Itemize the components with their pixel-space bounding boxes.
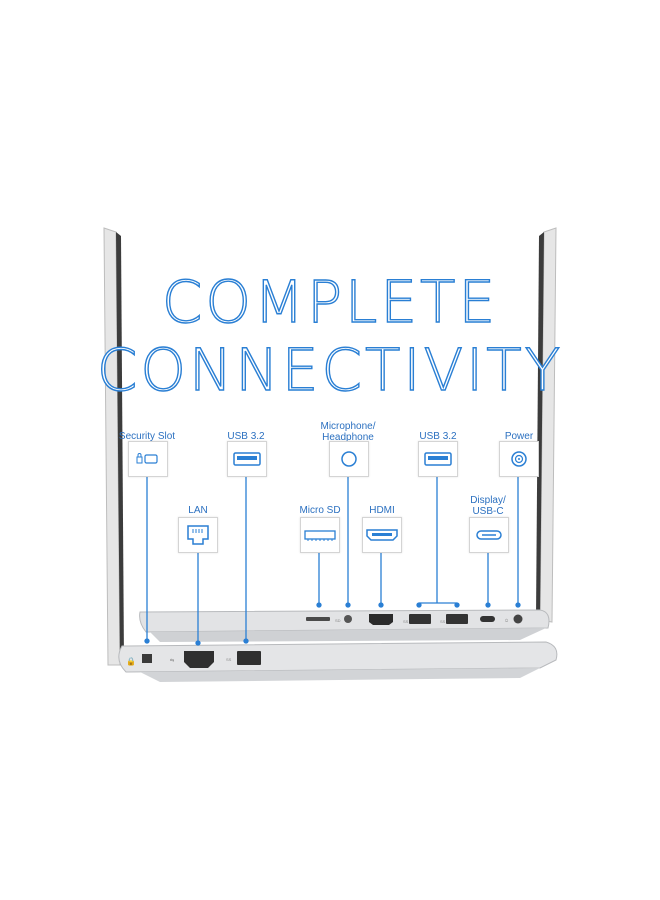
display-usbc-label: Display/USB-C xyxy=(470,495,506,517)
usb-port-right-2 xyxy=(446,614,468,624)
headline-line2: CONNECTIVITY xyxy=(96,335,564,404)
svg-text:⏻: ⏻ xyxy=(505,618,509,623)
usb-port-right-1 xyxy=(409,614,431,624)
usb-a-icon xyxy=(418,441,458,477)
usb-right-label: USB 3.2 xyxy=(419,431,457,442)
security-slot-label: Security Slot xyxy=(118,431,176,442)
hdmi-port xyxy=(369,614,393,625)
svg-text:SS: SS xyxy=(440,619,446,624)
svg-text:SS: SS xyxy=(226,657,232,662)
usb-c-port xyxy=(480,616,495,622)
audio-jack-port xyxy=(344,615,352,623)
svg-text:⇆: ⇆ xyxy=(170,658,174,664)
left-lid-dark-edge xyxy=(116,232,124,665)
microphone-headphone-label: Microphone/Headphone xyxy=(320,421,376,443)
micro-sd-icon xyxy=(300,517,340,553)
svg-text:SS: SS xyxy=(403,619,409,624)
svg-text:SD: SD xyxy=(335,618,341,623)
hdmi-icon xyxy=(362,517,402,553)
usb-left-label: USB 3.2 xyxy=(227,431,265,442)
ethernet-port xyxy=(184,651,214,668)
usb-c-icon xyxy=(469,517,509,553)
ethernet-port-icon xyxy=(178,517,218,553)
micro-sd-slot xyxy=(306,617,330,621)
micro-sd-label: Micro SD xyxy=(299,505,341,516)
svg-text:🔒: 🔒 xyxy=(126,657,136,666)
lan-label: LAN xyxy=(188,505,208,516)
power-label: Power xyxy=(504,431,534,442)
headline-line1: COMPLETE xyxy=(161,267,499,336)
right-lid-dark-edge xyxy=(536,232,544,620)
hdmi-label: HDMI xyxy=(369,505,395,516)
lock-slot-icon xyxy=(128,441,168,477)
lock-slot-port xyxy=(142,654,152,663)
usb-a-icon xyxy=(227,441,267,477)
laptop-body-left-side xyxy=(118,641,558,673)
audio-jack-icon xyxy=(329,441,369,477)
power-port xyxy=(513,614,523,624)
power-jack-icon xyxy=(499,441,539,477)
usb-port-left xyxy=(237,651,261,665)
